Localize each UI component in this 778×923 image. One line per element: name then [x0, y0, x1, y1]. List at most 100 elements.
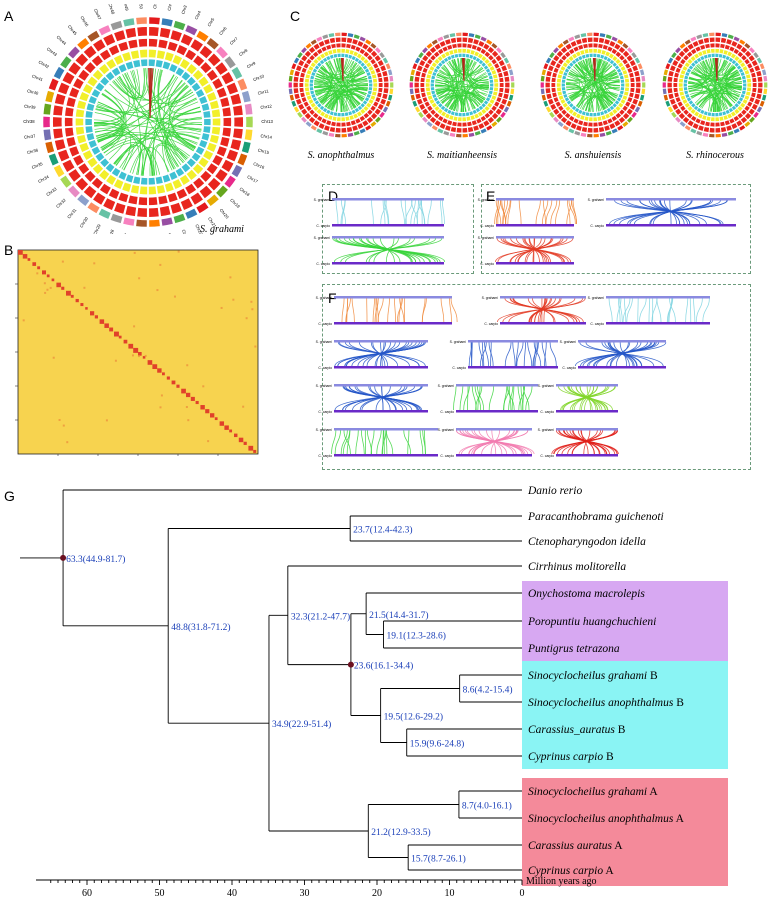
track-segment	[370, 50, 378, 58]
track-segment	[352, 39, 358, 45]
track-segment	[434, 58, 440, 65]
track-segment	[431, 102, 437, 108]
synteny-ribbon	[440, 298, 445, 323]
track-segment	[604, 39, 610, 45]
track-segment	[362, 100, 368, 105]
chromosome-band	[409, 88, 414, 95]
synteny-link	[314, 78, 338, 112]
chromosome-bar-top	[500, 296, 586, 299]
track-segment	[484, 51, 491, 58]
synteny-ribbon	[488, 386, 495, 411]
taxon-label: Poropuntiu huangchuchieni	[527, 616, 656, 628]
synteny-link	[469, 95, 479, 109]
track-segment	[148, 59, 156, 67]
track-segment	[734, 55, 740, 62]
track-segment	[487, 62, 493, 68]
track-segment	[360, 55, 366, 62]
track-segment	[501, 65, 508, 72]
track-segment	[170, 30, 182, 42]
track-segment	[496, 67, 502, 73]
track-segment	[322, 107, 328, 113]
axis-tick-label: 20	[372, 888, 382, 899]
track-segment	[614, 43, 621, 50]
track-segment	[179, 59, 190, 70]
chromosome-band	[136, 219, 147, 227]
synteny-link	[94, 93, 124, 133]
chromosome-bar-top	[456, 428, 532, 431]
heatmap-offdiag	[232, 298, 235, 301]
synteny-label-bottom: C. carpio	[316, 262, 330, 266]
track-segment	[675, 97, 681, 103]
synteny-link	[105, 142, 161, 175]
chromosome-band	[764, 82, 768, 88]
highlight-link	[592, 57, 596, 82]
track-segment	[625, 101, 631, 107]
synteny-ribbon	[622, 298, 631, 323]
track-segment	[429, 116, 437, 124]
track-segment	[498, 103, 505, 110]
track-segment	[221, 72, 234, 85]
track-segment	[625, 83, 630, 87]
track-segment	[439, 41, 446, 47]
synteny-ribbon	[385, 200, 390, 225]
synteny-ribbon	[669, 200, 672, 225]
track-segment	[369, 83, 373, 87]
track-segment	[597, 49, 602, 54]
track-segment	[230, 139, 242, 151]
chromosome-band	[43, 116, 50, 128]
track-segment	[430, 87, 435, 91]
chromosome-band	[593, 133, 599, 138]
track-segment	[619, 75, 624, 80]
chromosome-band	[491, 121, 498, 128]
track-segment	[724, 120, 730, 126]
chromosome-band	[663, 69, 669, 76]
synteny-ribbon	[385, 430, 394, 455]
chromosome-band	[387, 69, 393, 76]
chromosome-band	[359, 128, 366, 134]
track-segment	[312, 97, 318, 102]
synteny-ribbon	[656, 298, 662, 323]
track-segment	[91, 55, 103, 67]
chromosome-bar-top	[578, 340, 666, 343]
synteny-link	[690, 83, 742, 98]
synteny-ribbon	[542, 200, 546, 225]
track-segment	[561, 87, 566, 91]
track-segment	[294, 93, 300, 100]
chromosome-label: Chr17	[246, 174, 259, 184]
track-segment	[736, 120, 743, 127]
track-segment	[462, 53, 466, 58]
chromosome-band	[665, 63, 671, 70]
track-segment	[159, 27, 171, 39]
chromosome-band	[316, 128, 323, 134]
track-segment	[467, 37, 474, 44]
synteny-ribbon	[374, 298, 379, 323]
track-segment	[216, 87, 227, 98]
synteny-link	[691, 60, 726, 77]
track-segment	[138, 197, 148, 206]
track-segment	[125, 205, 137, 217]
synteny-ribbon	[512, 342, 516, 367]
track-segment	[581, 111, 586, 116]
track-segment	[472, 56, 477, 61]
chromosome-label: Chr3	[180, 4, 188, 15]
track-segment	[316, 108, 322, 115]
track-segment	[435, 65, 441, 70]
synteny-ribbon	[551, 430, 618, 455]
chromosome-band	[553, 47, 559, 54]
panel-label-b: B	[4, 242, 14, 258]
chromosome-band	[305, 121, 312, 128]
chromosome-band	[756, 57, 763, 64]
track-segment	[185, 183, 197, 195]
chromosome-band	[627, 47, 633, 54]
chromosome-band	[48, 153, 59, 166]
track-segment	[322, 57, 328, 63]
track-segment	[318, 123, 325, 129]
synteny-link	[102, 92, 126, 151]
calibration-point	[347, 661, 354, 668]
track-segment	[715, 48, 720, 53]
chromosome-band	[161, 18, 173, 27]
chromosome-band	[599, 33, 606, 38]
synteny-ribbon	[702, 298, 710, 323]
node-age-label: 21.5(14.4-31.7)	[369, 610, 428, 621]
synteny-link	[712, 57, 715, 112]
